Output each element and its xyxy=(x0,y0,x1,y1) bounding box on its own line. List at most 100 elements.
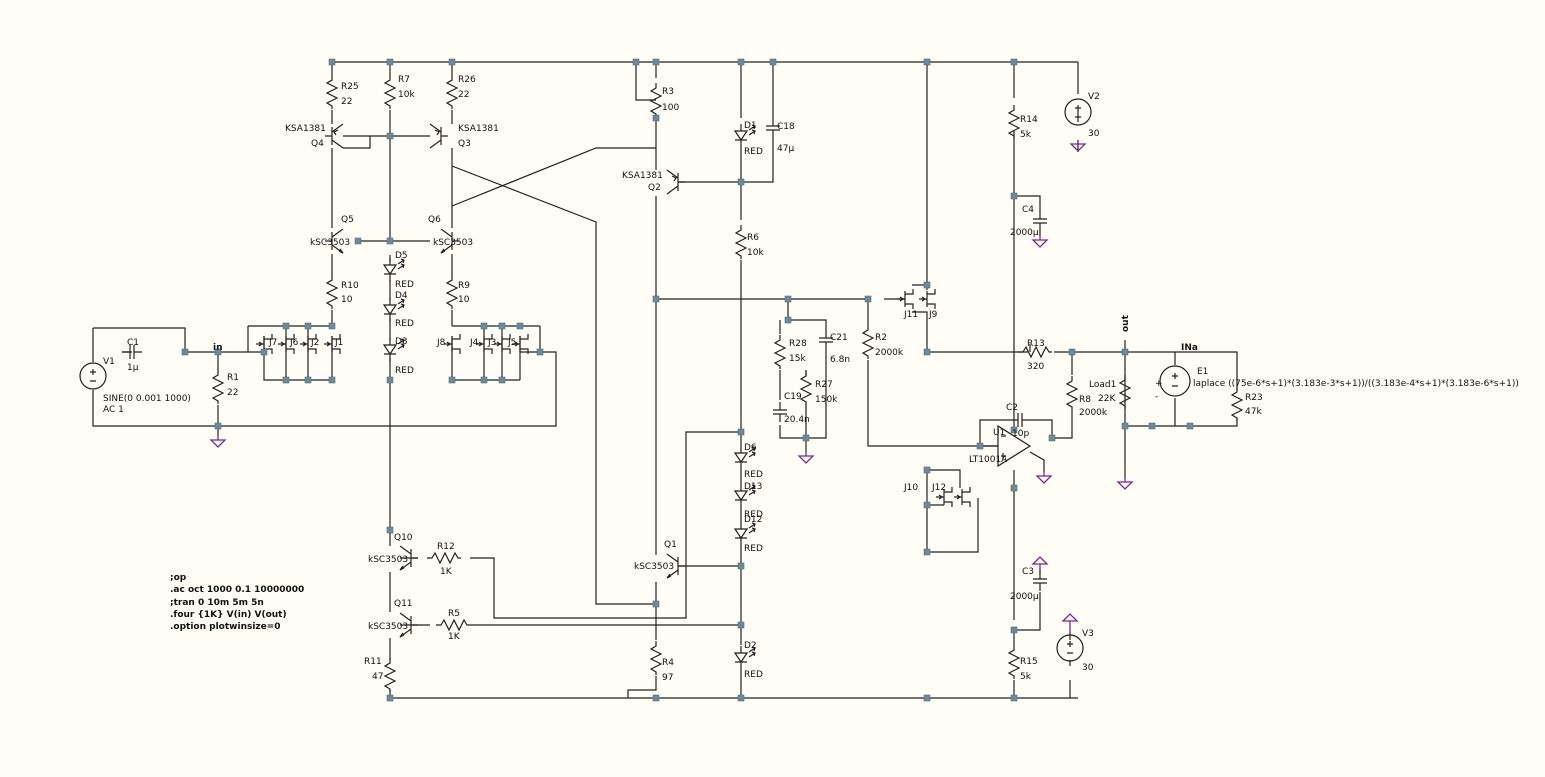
j11-name: J11 xyxy=(903,310,918,320)
j3-name: J3 xyxy=(487,338,496,348)
r8-value: 2000k xyxy=(1079,408,1108,418)
r23-name: R23 xyxy=(1245,393,1263,403)
r10-name: R10 xyxy=(341,281,359,291)
r2-name: R2 xyxy=(875,333,887,343)
e1-name: E1 xyxy=(1197,367,1208,377)
r9-value: 10 xyxy=(458,295,470,305)
r26-name: R26 xyxy=(458,75,476,85)
load1-value: 22K xyxy=(1098,394,1116,404)
r5-value: 1K xyxy=(448,632,461,642)
r27-value: 150k xyxy=(815,395,838,405)
q11-model: kSC3503 xyxy=(368,622,408,632)
r7-name: R7 xyxy=(398,75,410,85)
directive-line-5[interactable]: .option plotwinsize=0 xyxy=(170,622,281,632)
e1-plus: + xyxy=(1155,379,1163,389)
junction-dots xyxy=(181,58,1194,702)
c18-name: C18 xyxy=(777,122,795,132)
r25-value: 22 xyxy=(341,97,352,107)
v3-value: 30 xyxy=(1082,663,1094,673)
r11-name: R11 xyxy=(364,657,382,667)
r9-name: R9 xyxy=(458,281,470,291)
j5-name: J5 xyxy=(507,338,516,348)
r28-name: R28 xyxy=(789,339,807,349)
r12-name: R12 xyxy=(437,542,455,552)
d1-name: D1 xyxy=(744,121,757,131)
q10-model: kSC3503 xyxy=(368,555,408,565)
r26-value: 22 xyxy=(458,90,469,100)
component-labels: V1 SINE(0 0.001 1000) AC 1 C1 1µ in R1 2… xyxy=(103,75,1519,683)
d4-name: D4 xyxy=(395,291,408,301)
r25-name: R25 xyxy=(341,82,359,92)
v1-value: SINE(0 0.001 1000) xyxy=(103,394,191,404)
q6-model: kSC3503 xyxy=(433,238,473,248)
c4-name: C4 xyxy=(1022,205,1034,215)
q4-model: KSA1381 xyxy=(285,124,326,134)
net-ina[interactable]: INa xyxy=(1181,343,1198,353)
r27-name: R27 xyxy=(815,380,833,390)
net-out[interactable]: out xyxy=(1121,314,1131,332)
u1-name: U1 xyxy=(993,428,1005,438)
r14-value: 5k xyxy=(1020,130,1032,140)
c2-name: C2 xyxy=(1006,403,1018,413)
d13-value: RED xyxy=(744,510,763,520)
net-in[interactable]: in xyxy=(213,343,223,353)
d2-value: RED xyxy=(744,670,763,680)
q4-name: Q4 xyxy=(311,139,324,149)
r15-name: R15 xyxy=(1020,657,1038,667)
c19-value: 20.4n xyxy=(784,415,810,425)
r28-value: 15k xyxy=(789,354,806,364)
r5-name: R5 xyxy=(448,609,460,619)
c21-value: 6.8n xyxy=(830,355,850,365)
r6-name: R6 xyxy=(747,233,759,243)
r3-value: 100 xyxy=(662,103,679,113)
q2-name: Q2 xyxy=(648,183,661,193)
c3-name: C3 xyxy=(1022,567,1034,577)
j10-name: J10 xyxy=(903,483,918,493)
v2-value: 30 xyxy=(1088,129,1100,139)
d3-name: D3 xyxy=(395,337,408,347)
q11-name: Q11 xyxy=(394,599,413,609)
q2-model: KSA1381 xyxy=(622,171,663,181)
r15-value: 5k xyxy=(1020,672,1032,682)
d12-value: RED xyxy=(744,544,763,554)
e1-minus: - xyxy=(1155,392,1158,402)
q5-model: kSC3503 xyxy=(310,238,350,248)
r14-name: R14 xyxy=(1020,115,1038,125)
c1-value: 1µ xyxy=(127,363,139,373)
r1-name: R1 xyxy=(227,373,239,383)
j6-name: J6 xyxy=(289,338,299,348)
d6-value: RED xyxy=(744,470,763,480)
q3-model: KSA1381 xyxy=(458,124,499,134)
d13-name: D13 xyxy=(744,482,762,492)
q3-name: Q3 xyxy=(458,139,471,149)
r4-name: R4 xyxy=(662,658,674,668)
r1-value: 22 xyxy=(227,388,238,398)
c2-value: 10p xyxy=(1012,429,1029,439)
wire-network xyxy=(92,61,1238,699)
directive-line-4[interactable]: .four {1K} V(in) V(out) xyxy=(170,610,287,620)
r10-value: 10 xyxy=(341,295,353,305)
d5-value: RED xyxy=(395,280,414,290)
spice-directives[interactable]: ;op .ac oct 1000 0.1 10000000 ;tran 0 10… xyxy=(170,573,304,632)
c19-name: C19 xyxy=(784,392,802,402)
u1-model: LT1001A xyxy=(969,455,1008,465)
directive-line-1[interactable]: ;op xyxy=(170,573,187,583)
d3-value: RED xyxy=(395,366,414,376)
q10-name: Q10 xyxy=(394,533,413,543)
c21-name: C21 xyxy=(830,333,848,343)
directive-line-2[interactable]: .ac oct 1000 0.1 10000000 xyxy=(170,585,304,595)
r23-value: 47k xyxy=(1245,407,1262,417)
v3-name: V3 xyxy=(1082,629,1094,639)
d2-name: D2 xyxy=(744,641,757,651)
symbol-layer xyxy=(79,74,1243,693)
j1-name: J1 xyxy=(334,338,343,348)
r13-name: R13 xyxy=(1027,339,1045,349)
j2-name: J2 xyxy=(310,338,319,348)
r13-value: 320 xyxy=(1027,362,1044,372)
d12-name: D12 xyxy=(744,515,762,525)
directive-line-3[interactable]: ;tran 0 10m 5m 5n xyxy=(170,598,264,608)
v2-name: V2 xyxy=(1088,92,1100,102)
c4-value: 2000µ xyxy=(1010,228,1039,238)
